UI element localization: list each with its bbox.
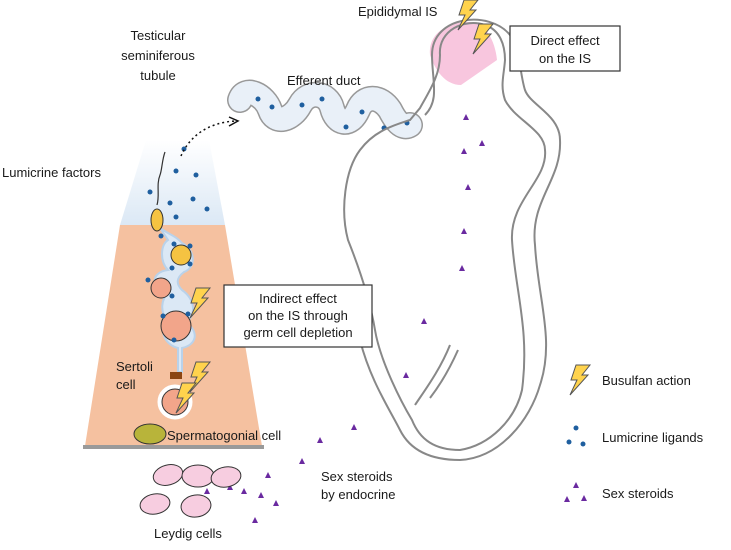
spermatid-cell <box>170 244 192 266</box>
lightning-bolt-icon <box>569 364 591 396</box>
spermatogonial-label: Spermatogonial cell <box>167 428 281 443</box>
lumicrine-ligands-lumen <box>145 146 210 343</box>
testicular-label-1: Testicular <box>131 28 187 43</box>
tubule-lumen <box>120 140 225 225</box>
legend-label-lumicrine: Lumicrine ligands <box>602 430 704 445</box>
indirect-effect-text-3: germ cell depletion <box>243 325 352 340</box>
seminiferous-tubule <box>83 116 264 449</box>
spermatozoon <box>150 151 166 232</box>
flow-arrowhead <box>228 116 240 127</box>
sex-steroids-endocrine-label-1: Sex steroids <box>321 469 393 484</box>
epididymis-outline-inner <box>343 22 547 452</box>
sex-steroids-endocrine-label-2: by endocrine <box>321 487 395 502</box>
legend: Busulfan action Lumicrine ligands Sex st… <box>564 364 704 502</box>
leydig-cells <box>139 464 242 518</box>
indirect-effect-box <box>223 284 373 348</box>
indirect-effect-text-1: Indirect effect <box>259 291 337 306</box>
direct-effect-text-2: on the IS <box>539 51 591 66</box>
testicular-label-2: seminiferous <box>121 48 195 63</box>
testicular-label-3: tubule <box>140 68 175 83</box>
direct-effect-box <box>509 25 621 72</box>
blue-dot-icon <box>566 425 586 447</box>
sertoli-label-2: cell <box>116 377 136 392</box>
efferent-duct-label: Efferent duct <box>287 73 361 88</box>
legend-label-busulfan: Busulfan action <box>602 373 691 388</box>
spermatocyte-cell <box>150 277 172 299</box>
epididymal-is-label: Epididymal IS <box>358 4 438 19</box>
lumicrine-factors-label: Lumicrine factors <box>2 165 101 180</box>
vas-deferens-line-1 <box>414 344 451 406</box>
legend-label-steroids: Sex steroids <box>602 486 674 501</box>
purple-triangle-icon <box>564 482 587 502</box>
indirect-effect-text-2: on the IS through <box>248 308 348 323</box>
vas-deferens-line-2 <box>429 349 459 399</box>
epididymis <box>343 18 562 462</box>
efferent-duct <box>227 79 423 140</box>
sertoli-label-1: Sertoli <box>116 359 153 374</box>
tight-junction <box>170 372 182 379</box>
flow-arrow <box>180 120 237 157</box>
direct-effect-text-1: Direct effect <box>530 33 600 48</box>
spermatogonial-cell-shape <box>133 423 167 445</box>
leydig-label: Leydig cells <box>154 526 222 541</box>
epididymis-outline-outer <box>359 18 562 462</box>
